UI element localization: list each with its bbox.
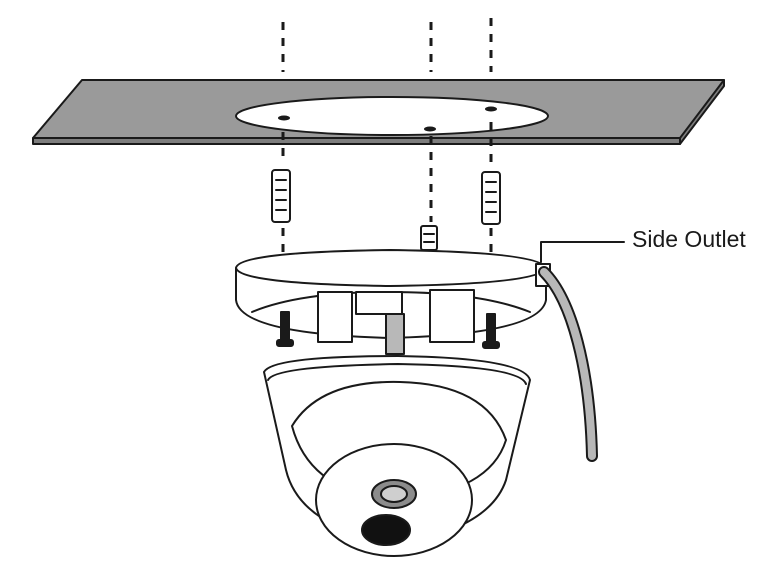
callout-leader-line: [540, 241, 625, 263]
camera-lens: [361, 514, 411, 546]
drill-hole-right: [485, 106, 497, 112]
bracket-center: [355, 291, 403, 315]
camera-dome: [263, 355, 531, 557]
drill-hole-left: [278, 115, 290, 121]
mounting-base: [235, 249, 551, 355]
wall-anchor-icon: [271, 169, 501, 251]
screw-left: [280, 311, 290, 343]
screw-left-head: [276, 339, 294, 347]
screw-right-head: [482, 341, 500, 349]
camera-housing-rim: [267, 363, 527, 385]
bracket-right: [429, 289, 475, 343]
mounting-base-rim: [235, 267, 547, 287]
side-outlet-label: Side Outlet: [632, 226, 746, 252]
screw-icon: [276, 311, 500, 349]
alignment-guides: [281, 18, 493, 262]
ceiling-edge: [32, 137, 681, 145]
drill-marks: [278, 106, 497, 132]
base-cable-stub: [385, 313, 405, 355]
wall-anchor-middle: [420, 225, 438, 251]
wall-anchor-left: [271, 169, 291, 223]
drill-hole-middle: [424, 126, 436, 132]
camera-ir-center: [380, 485, 408, 503]
wall-anchor-right: [481, 171, 501, 225]
cable-icon: [540, 268, 596, 460]
ceiling-side: [679, 79, 725, 145]
ceiling-panel: [32, 79, 725, 145]
ceiling-cable-hole: [235, 96, 549, 136]
screw-right: [486, 313, 496, 345]
bracket-left: [317, 291, 353, 343]
